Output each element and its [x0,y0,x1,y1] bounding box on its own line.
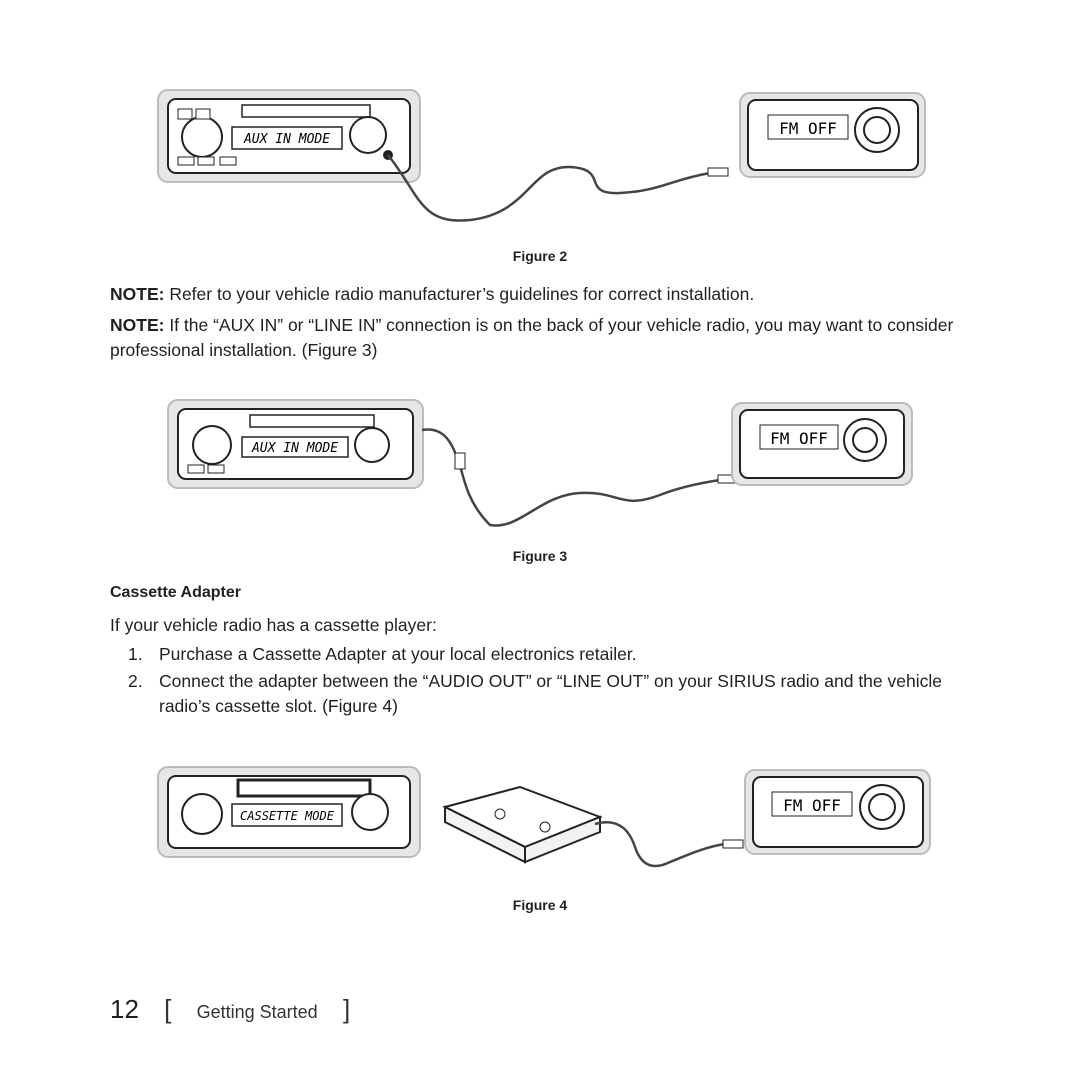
section-heading: Cassette Adapter [110,584,242,601]
list-text: Connect the adapter between the “AUDIO O… [159,671,942,716]
sirius-display-text: FM OFF [783,796,841,815]
note-2: NOTE: If the “AUX IN” or “LINE IN” conne… [110,313,970,363]
section-intro: If your vehicle radio has a cassette pla… [110,615,437,635]
sirius-radio [744,769,931,855]
audio-cable [387,154,711,222]
page-footer: 12 [ Getting Started ] [110,994,350,1025]
figure-4-illustration: CASSETTE MODE FM OFF [157,766,931,868]
bracket-close: ] [342,994,351,1024]
bracket-open: [ [164,994,172,1024]
audio-cable [594,821,726,868]
cassette-adapter [442,785,603,864]
head-unit-radio [167,399,424,489]
figure-3-caption: Figure 3 [512,548,568,564]
note-text: If the “AUX IN” or “LINE IN” connection … [110,315,954,360]
list-text: Purchase a Cassette Adapter at your loca… [159,644,637,664]
figure-4-caption: Figure 4 [512,897,568,913]
list-number: 2. [128,671,143,691]
head-unit-radio [157,766,421,858]
figure-3-illustration: AUX IN MODE FM OFF [167,399,913,527]
head-unit-radio [157,89,421,183]
note-1: NOTE: Refer to your vehicle radio manufa… [110,282,970,307]
sirius-radio [739,92,926,178]
figure-2-caption: Figure 2 [512,248,568,264]
audio-cable [421,428,721,527]
note-label: NOTE: [110,315,165,335]
head-unit-display-text: AUX IN MODE [251,441,338,456]
section-name: Getting Started [196,1002,318,1022]
head-unit-display-text: CASSETTE MODE [240,809,335,823]
sirius-display-text: FM OFF [779,119,837,138]
list-number: 1. [128,644,143,664]
note-text: Refer to your vehicle radio manufacturer… [164,284,755,304]
note-label: NOTE: [110,284,165,304]
page-number: 12 [110,994,139,1024]
sirius-radio [731,402,913,486]
head-unit-display-text: AUX IN MODE [243,132,330,147]
figure-2-illustration: AUX IN MODE FM OFF [157,89,926,222]
sirius-display-text: FM OFF [770,429,828,448]
